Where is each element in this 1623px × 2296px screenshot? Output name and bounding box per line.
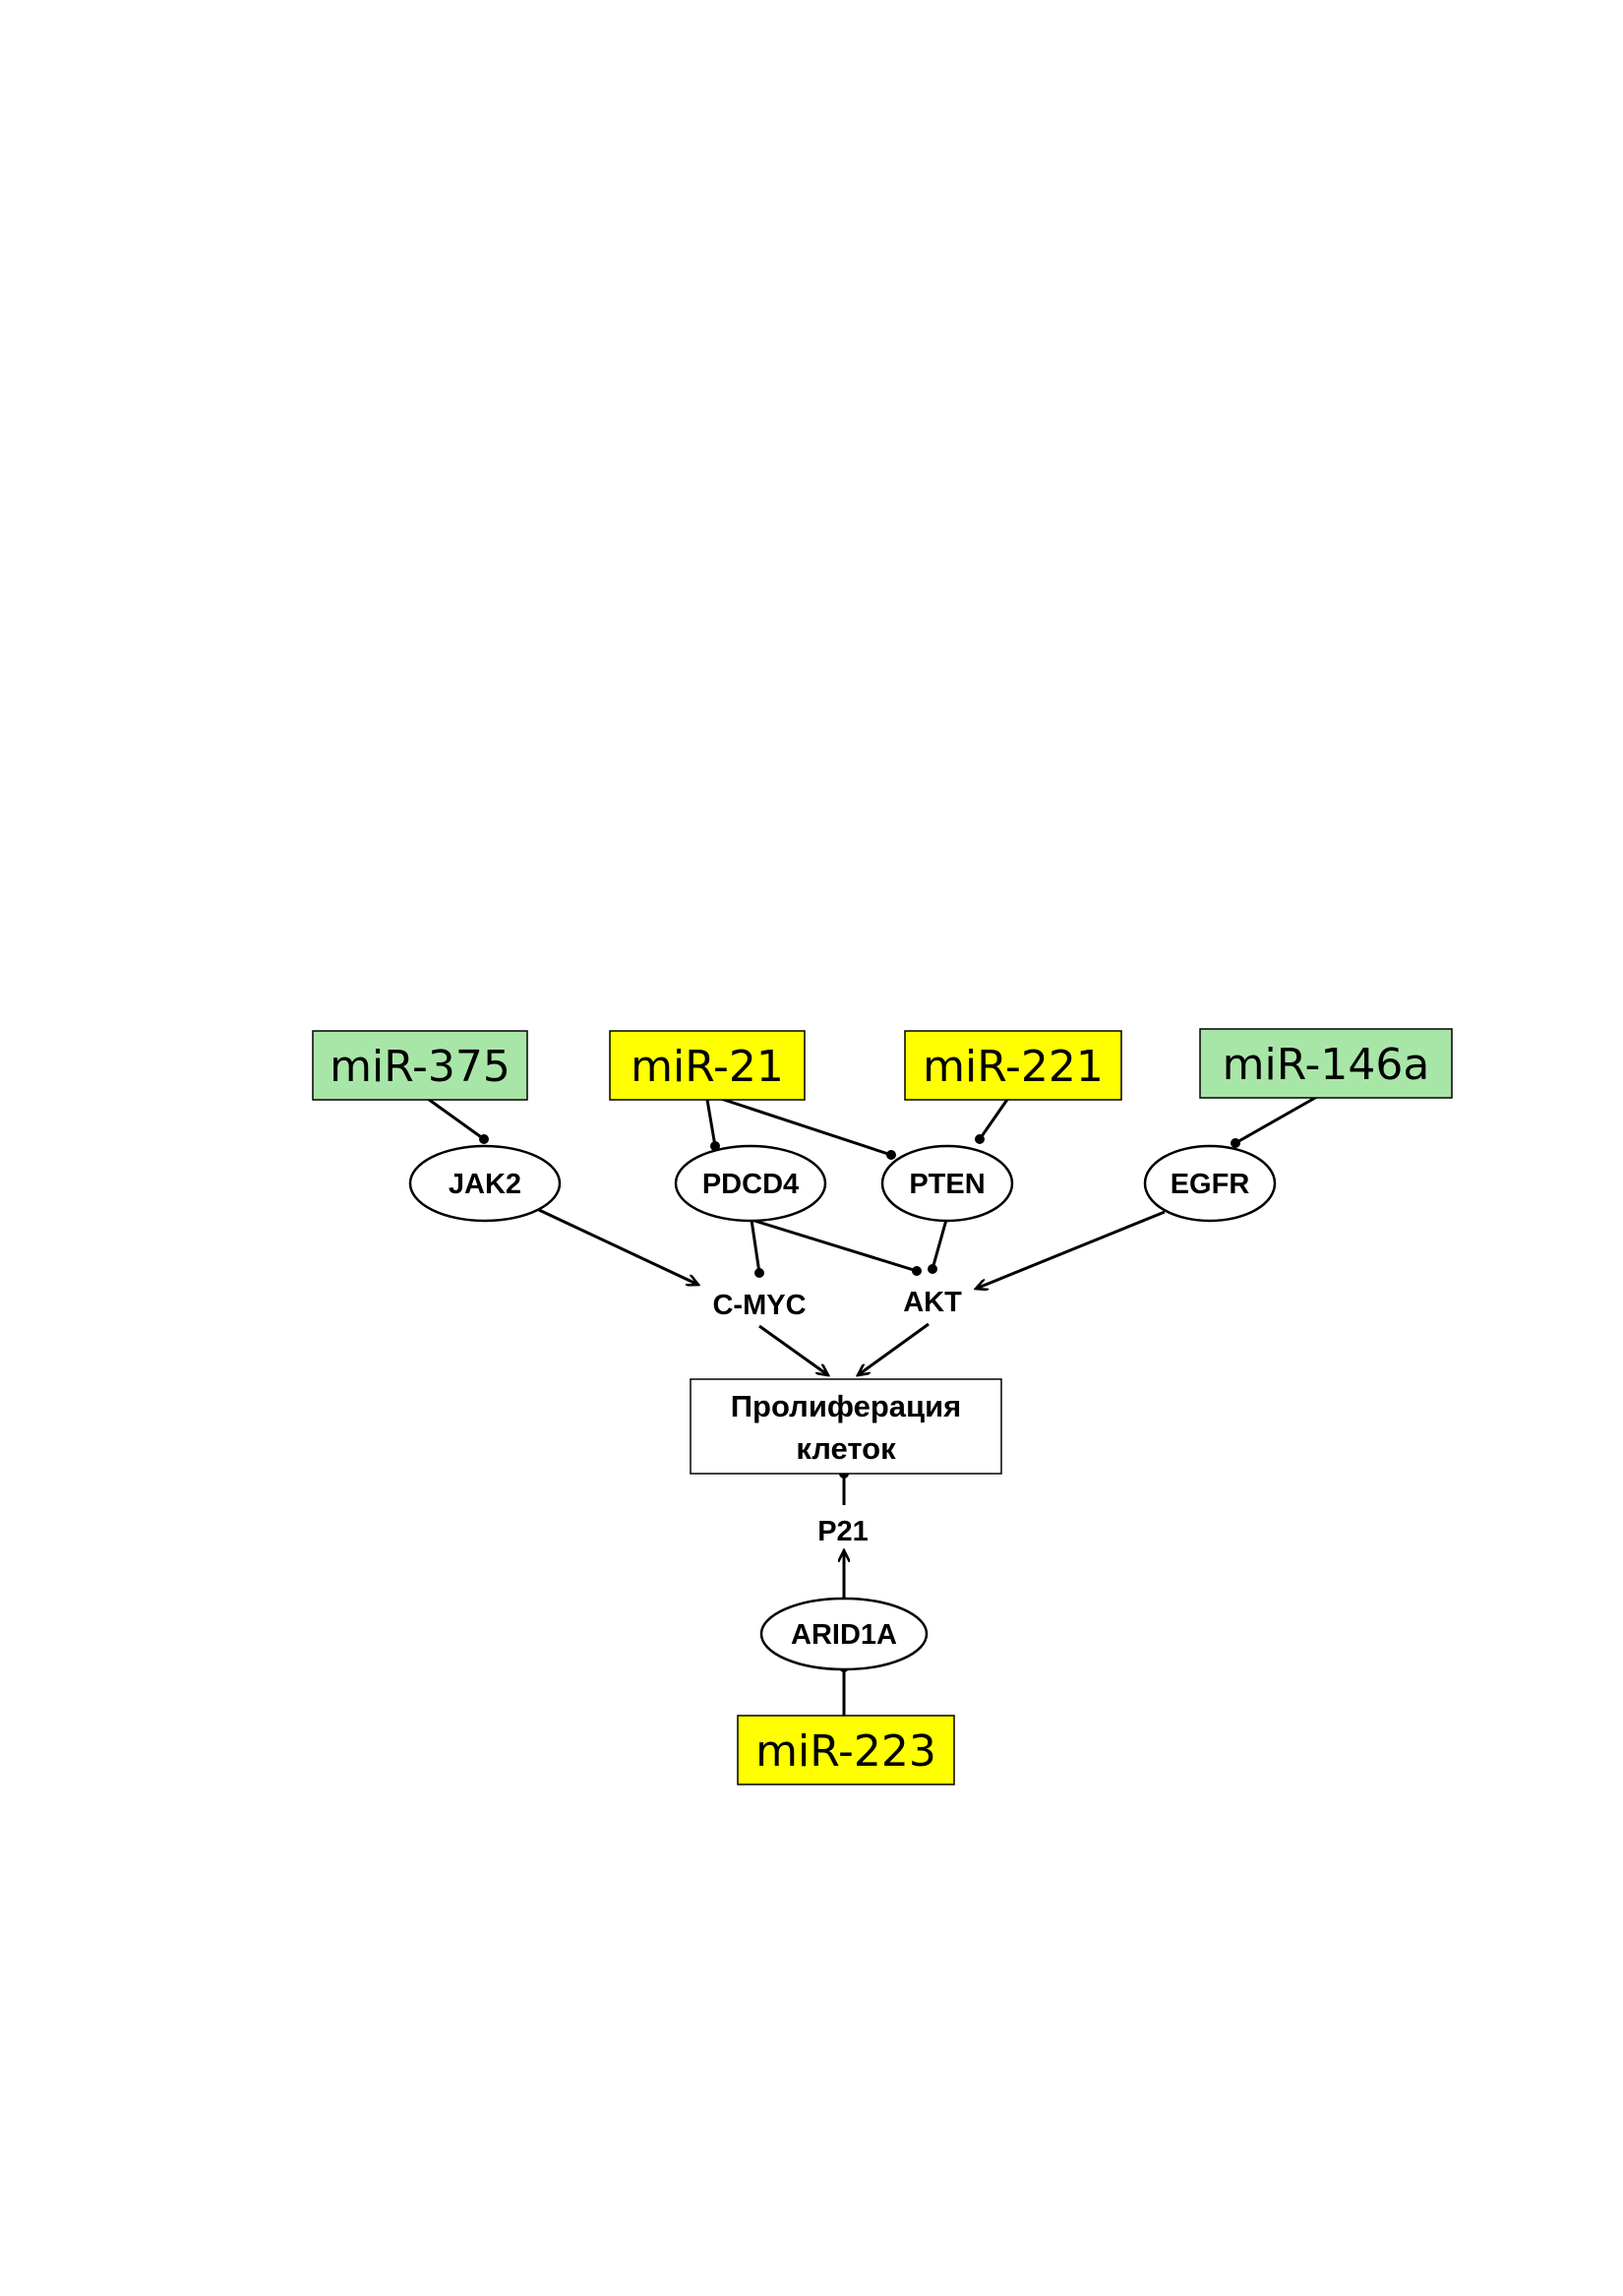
mirna-box-mir221-rect	[904, 1030, 1122, 1101]
gene-oval-egfr	[1143, 1144, 1277, 1223]
mirna-box-mir221: miR-221	[904, 1030, 1122, 1101]
edge-pdcd4-cmyc	[750, 1219, 761, 1274]
mirna-label-mir146a: miR-146a	[1223, 1040, 1430, 1090]
edges	[420, 1092, 1323, 1716]
edge-mir21-pten	[705, 1092, 892, 1157]
edge-mir146a-egfr	[1234, 1092, 1323, 1145]
mirna-label-mir221: miR-221	[923, 1042, 1104, 1092]
proliferation-label-line2: клеток	[796, 1431, 896, 1466]
edge-cmyc-proliferation	[758, 1324, 828, 1375]
proliferation-label-line1: Пролиферация	[731, 1389, 961, 1423]
gene-oval-pdcd4	[674, 1144, 827, 1223]
mirna-box-mir375-rect	[312, 1030, 528, 1101]
gene-label-cmyc: C-MYC	[712, 1290, 806, 1321]
inhibition-dot-akt-from-pten	[928, 1264, 937, 1274]
mirna-box-mir223: miR-223	[737, 1715, 955, 1785]
edge-akt-proliferation	[858, 1322, 930, 1375]
inhibition-dot-egfr	[1231, 1138, 1240, 1148]
gene-label-p21: P21	[817, 1516, 869, 1547]
edge-jak2-cmyc	[538, 1208, 698, 1285]
gene-label-akt: AKT	[903, 1287, 962, 1318]
edge-mir21-pdcd4	[704, 1093, 717, 1147]
mirna-box-mir146a-rect	[1199, 1028, 1453, 1099]
edge-mir221-pten	[978, 1093, 1013, 1140]
gene-label-egfr: EGFR	[1171, 1169, 1250, 1200]
mirna-box-mir21: miR-21	[609, 1030, 806, 1101]
inhibition-dot-cmyc	[754, 1268, 764, 1278]
proliferation-box-rect	[690, 1378, 1002, 1475]
proliferation-box: Пролиферация клеток	[690, 1378, 1002, 1475]
gene-label-pten: PTEN	[909, 1169, 985, 1200]
gene-node-egfr: EGFR	[1143, 1144, 1277, 1223]
edge-pdcd4-akt	[751, 1218, 918, 1273]
gene-oval-jak2	[408, 1144, 562, 1223]
mirna-box-mir146a: miR-146a	[1199, 1028, 1453, 1099]
inhibition-dot-pten-from-mir221	[975, 1134, 985, 1144]
gene-node-pten: PTEN	[880, 1144, 1014, 1223]
inhibition-dot-pten-from-mir21	[886, 1150, 896, 1160]
gene-label-pdcd4: PDCD4	[702, 1169, 799, 1200]
gene-oval-pten	[880, 1144, 1014, 1223]
mirna-label-mir223: miR-223	[755, 1726, 936, 1777]
mirna-box-mir375: miR-375	[312, 1030, 528, 1101]
gene-node-jak2: JAK2	[408, 1144, 562, 1223]
mirna-box-mir21-rect	[609, 1030, 806, 1101]
mirna-box-mir223-rect	[737, 1715, 955, 1785]
gene-node-pdcd4: PDCD4	[674, 1144, 827, 1223]
gene-oval-arid1a	[759, 1597, 929, 1671]
mirna-label-mir21: miR-21	[631, 1042, 784, 1092]
inhibition-dot-jak2	[479, 1134, 489, 1144]
inhibition-dot-akt-from-pdcd4	[912, 1266, 922, 1276]
edge-pten-akt	[931, 1219, 948, 1270]
edge-mir375-jak2	[420, 1092, 485, 1141]
gene-label-arid1a: ARID1A	[791, 1619, 897, 1651]
gene-node-arid1a: ARID1A	[759, 1597, 929, 1671]
edge-egfr-akt	[976, 1210, 1166, 1289]
gene-label-jak2: JAK2	[449, 1169, 521, 1200]
mirna-label-mir375: miR-375	[330, 1042, 511, 1092]
